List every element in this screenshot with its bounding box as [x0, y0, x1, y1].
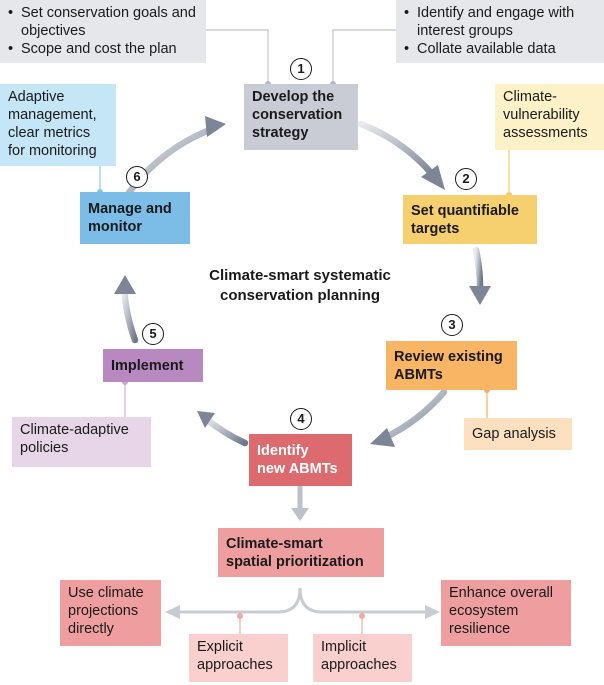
prioritization-line-1: Climate-smart — [226, 535, 323, 552]
cycle-arrowheads — [114, 116, 491, 447]
connector-top-left — [206, 29, 269, 84]
note-climate-vulnerability: Climate- vulnerability assessments — [495, 84, 604, 150]
note-gap-analysis: Gap analysis — [464, 418, 572, 450]
adaptive-line-3: clear metrics — [8, 125, 91, 141]
interest-item-1: Identify and engage with interest groups — [404, 4, 596, 40]
projections-line-1: Use climate — [68, 585, 144, 601]
split-arrows — [180, 587, 425, 614]
goals-item-2: Scope and cost the plan — [8, 40, 198, 58]
step-4-identify-abmts: Identify new ABMTs — [249, 434, 352, 486]
step-6-line-1: Manage and — [88, 201, 172, 217]
step-2-number: 2 — [455, 168, 477, 190]
note-goals: Set conservation goals and objectives Sc… — [0, 0, 206, 63]
adaptive-line-1: Adaptive — [8, 89, 65, 105]
step-1-number: 1 — [290, 58, 312, 80]
projections-line-2: projections — [68, 603, 139, 619]
step-1-line-2: conservation — [252, 107, 343, 123]
policies-line-2: policies — [20, 440, 69, 456]
step-2-line-2: targets — [411, 220, 460, 237]
implicit-approaches-box: Implicit approaches — [313, 634, 412, 682]
implicit-line-2: approaches — [321, 657, 397, 673]
interest-list: Identify and engage with interest groups… — [404, 4, 596, 58]
prioritization-line-2: spatial prioritization — [226, 553, 364, 570]
note-climate-policies: Climate-adaptive policies — [12, 417, 151, 467]
arrowhead-to-2 — [421, 165, 445, 190]
goals-item-1: Set conservation goals and objectives — [8, 4, 198, 40]
spatial-prioritization-box: Climate-smart spatial prioritization — [218, 528, 384, 577]
adaptive-line-4: for monitoring — [8, 143, 97, 159]
step-1-line-1: Develop the — [252, 89, 335, 105]
step-5-number: 5 — [142, 323, 164, 345]
note-interest-groups: Identify and engage with interest groups… — [396, 0, 604, 63]
center-title-line-1: Climate-smart systematic — [209, 267, 391, 284]
cycle-arc-5-6 — [120, 283, 139, 344]
explicit-line-1: Explicit — [197, 639, 243, 655]
cycle-arc-3-4 — [380, 388, 448, 442]
step-4-line-1: Identify — [257, 443, 309, 459]
center-title: Climate-smart systematic conservation pl… — [180, 266, 420, 306]
interest-item-2: Collate available data — [404, 40, 596, 58]
cycle-arc-4-5 — [201, 414, 249, 447]
step-2-line-1: Set quantifiable — [411, 202, 519, 219]
climate-vuln-line-2: vulnerability — [503, 107, 580, 123]
explicit-approaches-box: Explicit approaches — [189, 634, 288, 682]
step-6-number: 6 — [126, 166, 148, 188]
step-1-line-3: strategy — [252, 125, 309, 141]
step-4-number: 4 — [290, 408, 312, 430]
arrowhead-to-6 — [114, 275, 136, 294]
projections-line-3: directly — [68, 621, 114, 637]
step-6-line-2: monitor — [88, 219, 142, 235]
step-1-develop-strategy: Develop the conservation strategy — [244, 84, 358, 150]
center-title-line-2: conservation planning — [219, 287, 381, 304]
policies-line-1: Climate-adaptive — [20, 422, 129, 438]
arrowhead-to-4 — [370, 428, 395, 447]
enhance-resilience-box: Enhance overall ecosystem resilience — [441, 580, 571, 646]
gap-line-1: Gap analysis — [472, 426, 556, 442]
climate-vuln-line-1: Climate- — [503, 89, 557, 105]
implicit-line-1: Implicit — [321, 639, 367, 655]
arrowhead-to-1 — [205, 116, 226, 137]
adaptive-line-2: management, — [8, 107, 97, 123]
climate-vuln-line-3: assessments — [503, 125, 588, 141]
note-adaptive-management: Adaptive management, clear metrics for m… — [0, 84, 116, 166]
resilience-line-2: ecosystem — [449, 603, 519, 619]
step-2-set-targets: Set quantifiable targets — [403, 195, 537, 244]
explicit-line-2: approaches — [197, 657, 273, 673]
resilience-line-1: Enhance overall — [449, 585, 553, 601]
arrowhead-to-3 — [469, 286, 491, 305]
split-ticks — [237, 612, 365, 634]
split-arrowheads — [165, 605, 440, 619]
use-climate-projections-box: Use climate projections directly — [60, 580, 161, 646]
step-4-line-2: new ABMTs — [257, 461, 338, 477]
step-3-line-2: ABMTs — [394, 366, 443, 383]
goals-list: Set conservation goals and objectives Sc… — [8, 4, 198, 58]
arrowhead-to-5 — [197, 411, 215, 428]
step-3-number: 3 — [441, 314, 463, 336]
step-3-line-1: Review existing — [394, 348, 503, 365]
cycle-arc-1-2 — [357, 120, 441, 184]
step-5-line-1: Implement — [111, 357, 184, 374]
step-5-implement: Implement — [103, 349, 203, 382]
note-connectors — [99, 29, 510, 418]
down-arrow — [291, 486, 309, 521]
resilience-line-3: resilience — [449, 621, 511, 637]
step-6-manage-monitor: Manage and monitor — [80, 192, 190, 244]
step-3-review-abmts: Review existing ABMTs — [386, 341, 517, 390]
connector-top-right — [332, 29, 396, 84]
